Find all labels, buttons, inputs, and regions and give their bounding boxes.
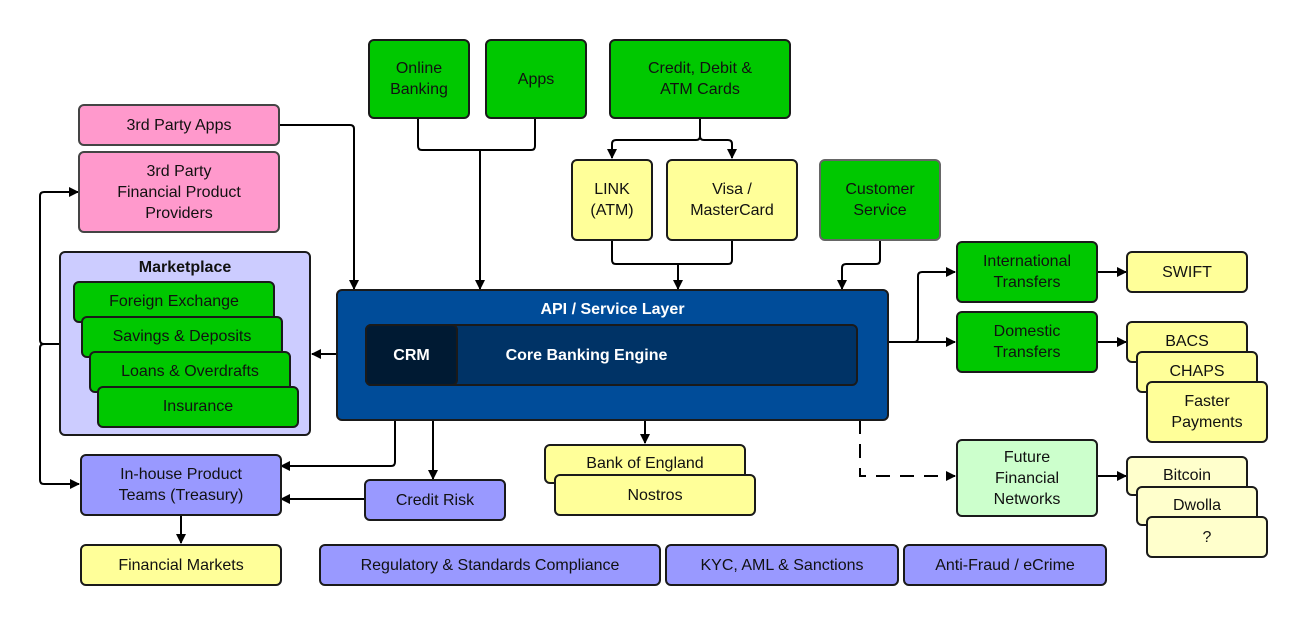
crm-box: CRM — [365, 324, 458, 386]
connector-3rd-party-apps-to-api — [279, 124, 359, 290]
api-service-layer-title: API / Service Layer — [540, 301, 685, 318]
financial-markets-box: Financial Markets — [80, 544, 282, 586]
connector-cards-to-visa — [699, 135, 737, 159]
core-banking-engine-label: Core Banking Engine — [505, 346, 668, 364]
nostros-box: Nostros — [554, 474, 756, 516]
connector-customer-service-to-api — [837, 240, 881, 290]
regulatory-compliance-box: Regulatory & Standards Compliance — [319, 544, 661, 586]
connector-online-banking-join — [417, 118, 480, 151]
connector-to-inhouse — [39, 343, 80, 489]
connector-visa-join — [678, 240, 733, 265]
connector-apps-join — [480, 118, 536, 151]
link-atm-box: LINK (ATM) — [571, 159, 653, 241]
swift-box: SWIFT — [1126, 251, 1248, 293]
marketplace-title: Marketplace — [138, 259, 232, 276]
connector-cards-split — [607, 118, 701, 159]
domestic-transfers-box: Domestic Transfers — [956, 311, 1098, 373]
apps-box: Apps — [485, 39, 587, 119]
connector-api-to-future-dashed — [859, 420, 956, 481]
future-networks-box: Future Financial Networks — [956, 439, 1098, 517]
online-banking-box: Online Banking — [368, 39, 470, 119]
unknown-network-box: ? — [1146, 516, 1268, 558]
connector-api-to-international — [913, 267, 956, 343]
third-party-providers-box: 3rd Party Financial Product Providers — [78, 151, 280, 233]
credit-risk-box: Credit Risk — [364, 479, 506, 521]
cards-box: Credit, Debit & ATM Cards — [609, 39, 791, 119]
kyc-aml-sanctions-box: KYC, AML & Sanctions — [665, 544, 899, 586]
third-party-apps-box: 3rd Party Apps — [78, 104, 280, 146]
connector-crm-to-inhouse — [280, 385, 396, 471]
customer-service-box: Customer Service — [819, 159, 941, 241]
inhouse-teams-box: In-house Product Teams (Treasury) — [80, 454, 282, 516]
anti-fraud-box: Anti-Fraud / eCrime — [903, 544, 1107, 586]
visa-mastercard-box: Visa / MasterCard — [666, 159, 798, 241]
faster-payments-box: Faster Payments — [1146, 381, 1268, 443]
international-transfers-box: International Transfers — [956, 241, 1098, 303]
marketplace-item-insurance: Insurance — [97, 386, 299, 428]
connector-link-join — [611, 240, 678, 265]
